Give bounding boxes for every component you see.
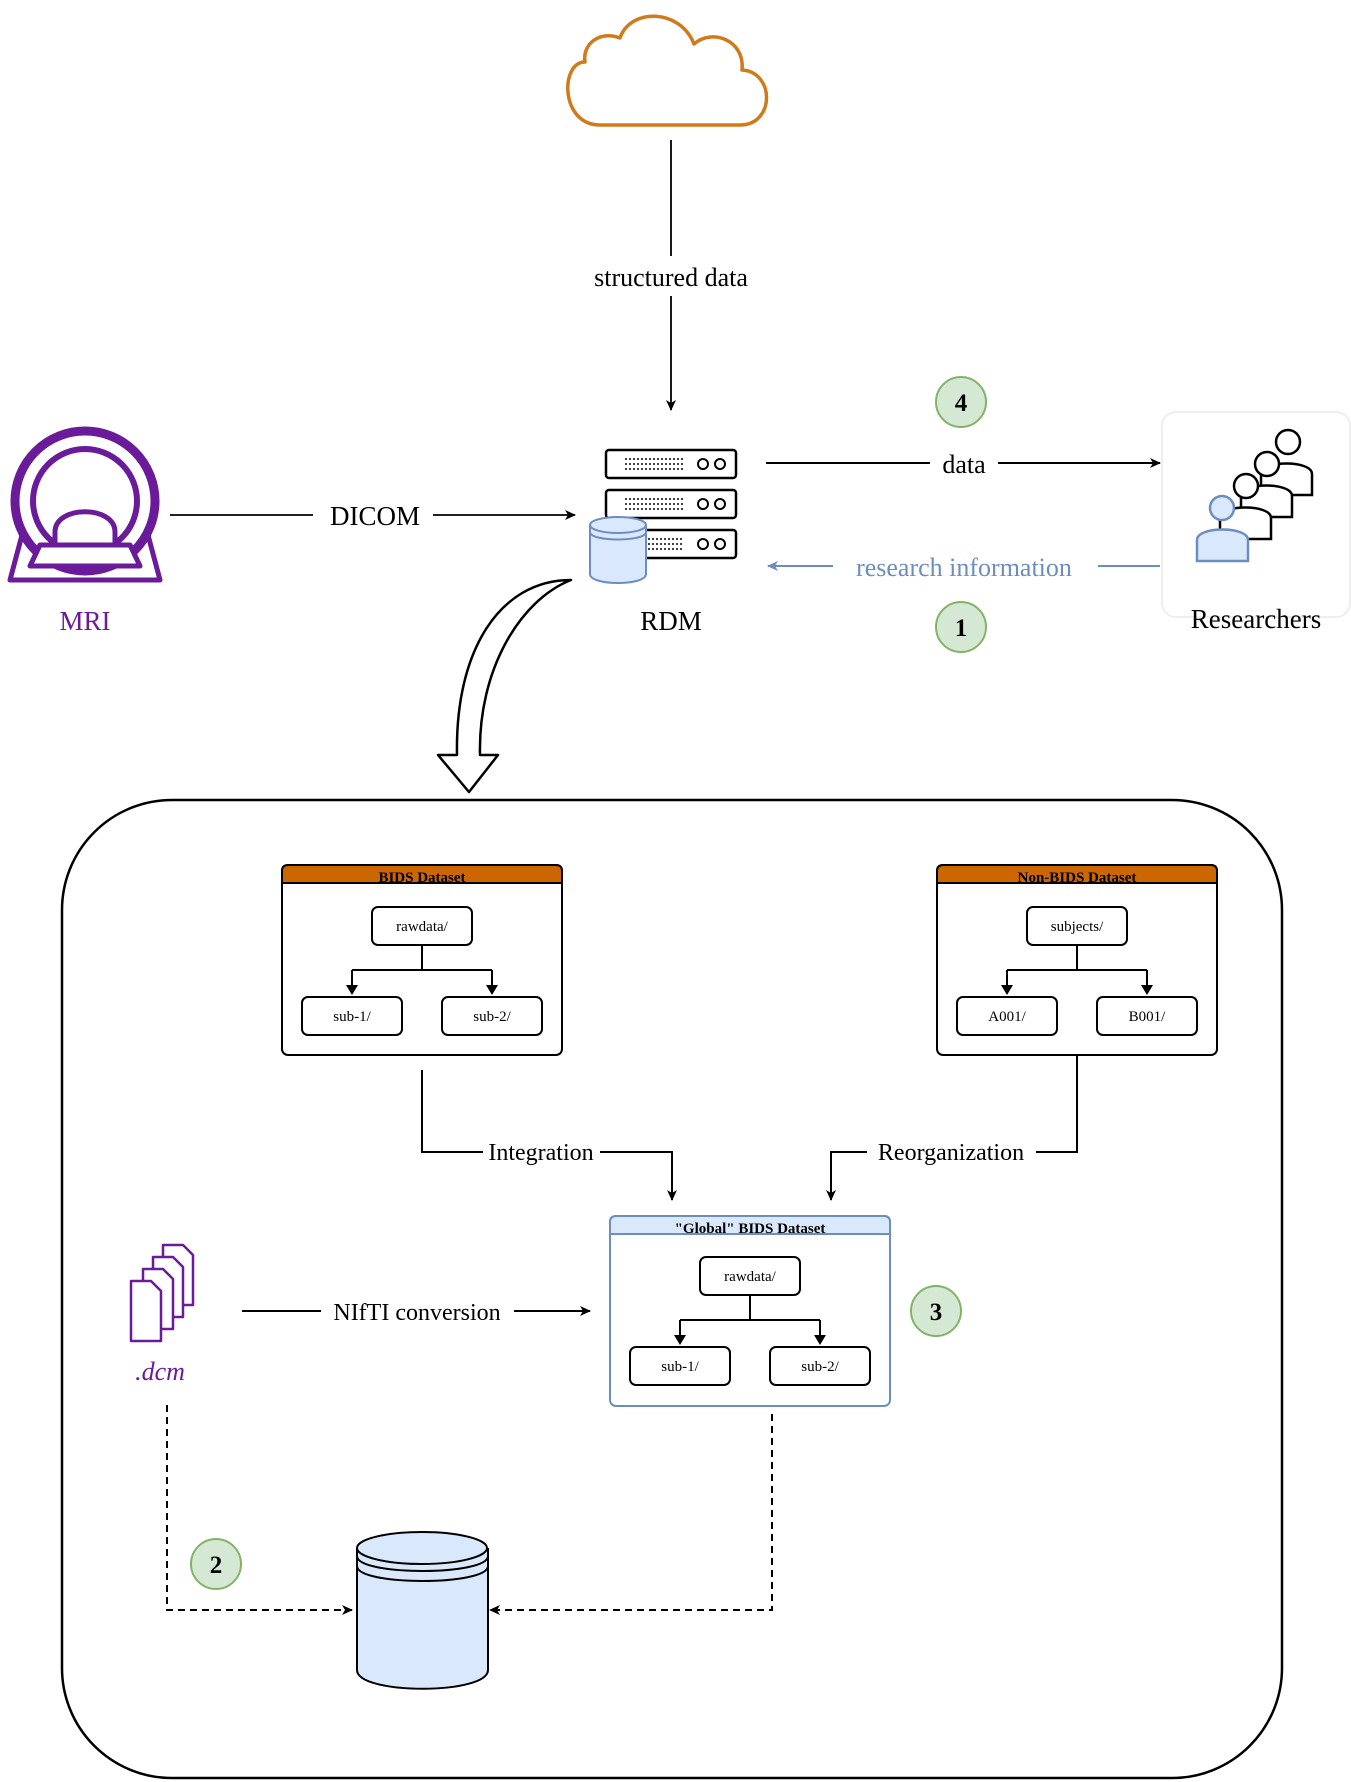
researchers-label: Researchers — [1191, 604, 1321, 634]
svg-text:1: 1 — [955, 615, 968, 642]
svg-text:4: 4 — [955, 390, 968, 417]
bids-root-label: rawdata/ — [396, 919, 448, 935]
dcm-to-db-dashed-arrow — [166, 1405, 353, 1615]
step-4-badge: 4 — [935, 376, 987, 428]
server-icon — [589, 448, 738, 584]
structured-data-label: structured data — [594, 263, 748, 292]
integration-arrow — [421, 1070, 677, 1201]
svg-text:2: 2 — [210, 1552, 223, 1579]
non-bids-dataset-box: Non-BIDS Dataset subjects/ A001/ B001/ — [936, 864, 1218, 1056]
global-root-label: rawdata/ — [724, 1269, 776, 1285]
step-1-badge: 1 — [935, 601, 987, 653]
reorganization-arrow — [826, 1055, 1078, 1201]
svg-text:sub-2/: sub-2/ — [473, 1009, 511, 1025]
bids-child-node — [301, 996, 403, 1036]
dicom-label: DICOM — [330, 501, 420, 531]
database-icon — [356, 1531, 489, 1690]
mri-icon — [7, 426, 163, 583]
mri-label: MRI — [59, 606, 110, 636]
non-bids-dataset-title: Non-BIDS Dataset — [1018, 870, 1137, 886]
bids-dataset-title: BIDS Dataset — [378, 870, 465, 886]
svg-text:sub-1/: sub-1/ — [661, 1359, 699, 1375]
global-child-node — [769, 1346, 871, 1386]
svg-text:sub-1/: sub-1/ — [333, 1009, 371, 1025]
svg-text:sub-2/: sub-2/ — [801, 1359, 839, 1375]
dcm-label: .dcm — [135, 1357, 185, 1386]
step-3-badge: 3 — [910, 1285, 962, 1337]
non-bids-root-label: subjects/ — [1051, 919, 1104, 935]
non-bids-child-node — [956, 996, 1058, 1036]
non-bids-child-node — [1096, 996, 1198, 1036]
reorganization-label: Reorganization — [878, 1140, 1024, 1166]
integration-label: Integration — [488, 1140, 593, 1166]
bids-child-node — [441, 996, 543, 1036]
research-information-label: research information — [856, 553, 1072, 582]
rdm-label: RDM — [640, 606, 702, 636]
nifti-conversion-label: NIfTI conversion — [333, 1300, 500, 1326]
global-child-node — [629, 1346, 731, 1386]
global-to-db-dashed-arrow — [489, 1414, 773, 1615]
processing-container — [60, 798, 1284, 1780]
global-bids-dataset-box: "Global" BIDS Dataset rawdata/ sub-1/ su… — [609, 1215, 891, 1407]
svg-text:B001/: B001/ — [1129, 1009, 1167, 1025]
bids-dataset-box: BIDS Dataset rawdata/ sub-1/ sub-2/ — [281, 864, 563, 1056]
svg-text:3: 3 — [930, 1299, 943, 1326]
step-2-badge: 2 — [190, 1538, 242, 1590]
cloud-icon — [566, 14, 769, 127]
data-label: data — [942, 450, 986, 479]
dicom-files-icon — [129, 1243, 195, 1343]
curved-arrow — [436, 578, 573, 794]
global-bids-dataset-title: "Global" BIDS Dataset — [675, 1221, 826, 1237]
researchers-icon — [1161, 411, 1351, 618]
svg-text:A001/: A001/ — [988, 1009, 1026, 1025]
